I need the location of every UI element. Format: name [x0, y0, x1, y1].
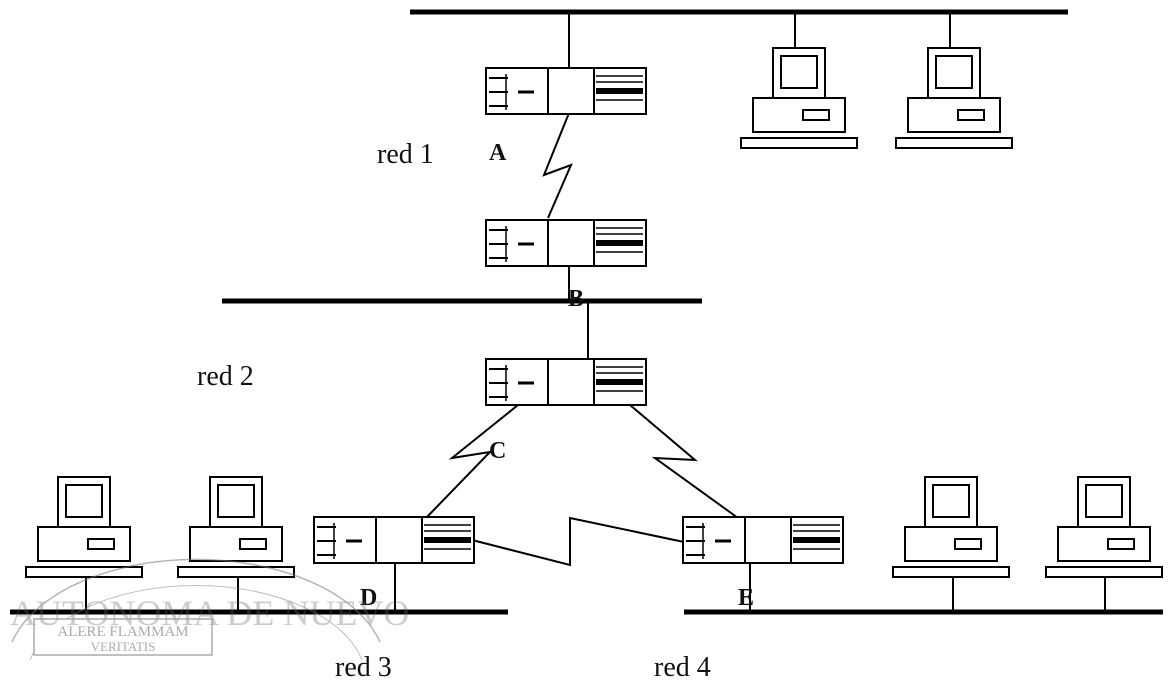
watermark-motto-line1: ALERE FLAMMAM: [57, 624, 188, 640]
watermark-arc-text: AUTONOMA DE NUEVO: [10, 593, 409, 633]
network-label-red-1: red 1: [377, 139, 434, 170]
router-label-c: C: [489, 438, 506, 464]
network-label-red-2: red 2: [197, 361, 254, 392]
router-b-icon: [484, 218, 648, 268]
serial-link-a-b: [542, 112, 573, 219]
university-seal-watermark: ALERE FLAMMAM VERITATIS AUTONOMA DE NUEV…: [10, 558, 409, 661]
router-e-icon: [681, 515, 845, 565]
router-a-icon: [484, 66, 648, 116]
network-label-red-3: red 3: [335, 652, 392, 683]
router-label-b: B: [568, 286, 584, 312]
computer-icon: [1045, 476, 1163, 578]
computer-icon: [740, 47, 858, 149]
watermark-motto-line2: VERITATIS: [91, 639, 156, 654]
computer-icon: [892, 476, 1010, 578]
router-d-icon: [312, 515, 476, 565]
serial-link-c-d: [425, 404, 519, 519]
computer-icon: [25, 476, 143, 578]
router-label-a: A: [489, 140, 507, 166]
router-label-d: D: [360, 585, 377, 611]
serial-link-d-e: [471, 516, 685, 567]
router-label-e: E: [738, 585, 754, 611]
serial-link-c-e: [629, 404, 739, 519]
router-c-icon: [484, 357, 648, 407]
computer-icon: [895, 47, 1013, 149]
network-label-red-4: red 4: [654, 652, 711, 683]
